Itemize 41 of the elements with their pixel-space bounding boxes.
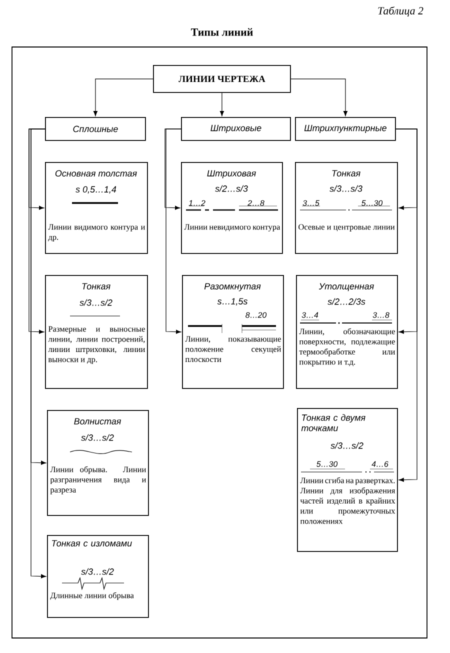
heading: Тонкая — [332, 170, 360, 176]
description: Линии невидимого контура — [184, 224, 280, 232]
arrow — [30, 128, 46, 578]
thickness-label: s 0,5…1,4 — [76, 186, 116, 194]
thickness-label: s/3…s/2 — [81, 568, 114, 575]
thickness-label: s/2…2/3s — [328, 298, 366, 305]
heading: Штриховая — [207, 170, 256, 178]
thickness-label: s/3…s/2 — [81, 434, 114, 441]
description: Линии, показывающие положение секущей плоскости — [185, 336, 282, 362]
category-box: ЛИНИИ ЧЕРТЕЖА — [153, 65, 291, 93]
thickness-label: s/2…s/3 — [215, 185, 248, 192]
heading: Утолщенная — [318, 283, 374, 292]
thickness-label: s…1,5s — [217, 298, 248, 306]
description: Осевые и центровые линии — [298, 224, 395, 232]
arrow — [164, 128, 182, 210]
title: Типы линий — [190, 28, 253, 36]
thickness-label: s/3…s/2 — [330, 442, 364, 449]
arrow — [93, 78, 154, 116]
heading: Тонкая с двумя точками — [301, 414, 366, 432]
description: Линии видимого контура и др. — [48, 224, 145, 242]
heading: Разомкнутая — [204, 283, 261, 292]
heading: Тонкая с изломами — [52, 540, 132, 546]
category-box: Штрихпунктирные — [295, 117, 396, 141]
category-box: Сплошные — [45, 117, 146, 141]
description: Линии сгиба на развертках. Линии для изображения частей изделий в крайних или промежуточных положениях — [300, 477, 396, 524]
table-number: Таблица 2 — [378, 6, 424, 17]
category-box: Штриховые — [181, 117, 291, 141]
description: Линии, обозначающие поверхности, подлежащие термообработке или покрытию и т.д. — [299, 328, 395, 366]
arrow — [290, 78, 348, 116]
description: Размерные и выносные линии, линии построений, линии штриховки, линии выноски и др. — [48, 326, 145, 364]
description: Длинные линии обрыва — [50, 592, 134, 600]
heading: Волнистая — [74, 418, 121, 424]
heading: Основная толстая — [55, 170, 137, 177]
thickness-label: s/3…s/2 — [80, 299, 112, 306]
arrow — [28, 128, 46, 334]
arrow — [220, 92, 224, 116]
thickness-label: s/3…s/3 — [330, 185, 362, 192]
arrow — [396, 128, 418, 482]
heading: Тонкая — [82, 283, 110, 290]
description: Линии обрыва. Линии разграничения вида и разреза — [50, 466, 146, 494]
arrow — [166, 128, 182, 334]
